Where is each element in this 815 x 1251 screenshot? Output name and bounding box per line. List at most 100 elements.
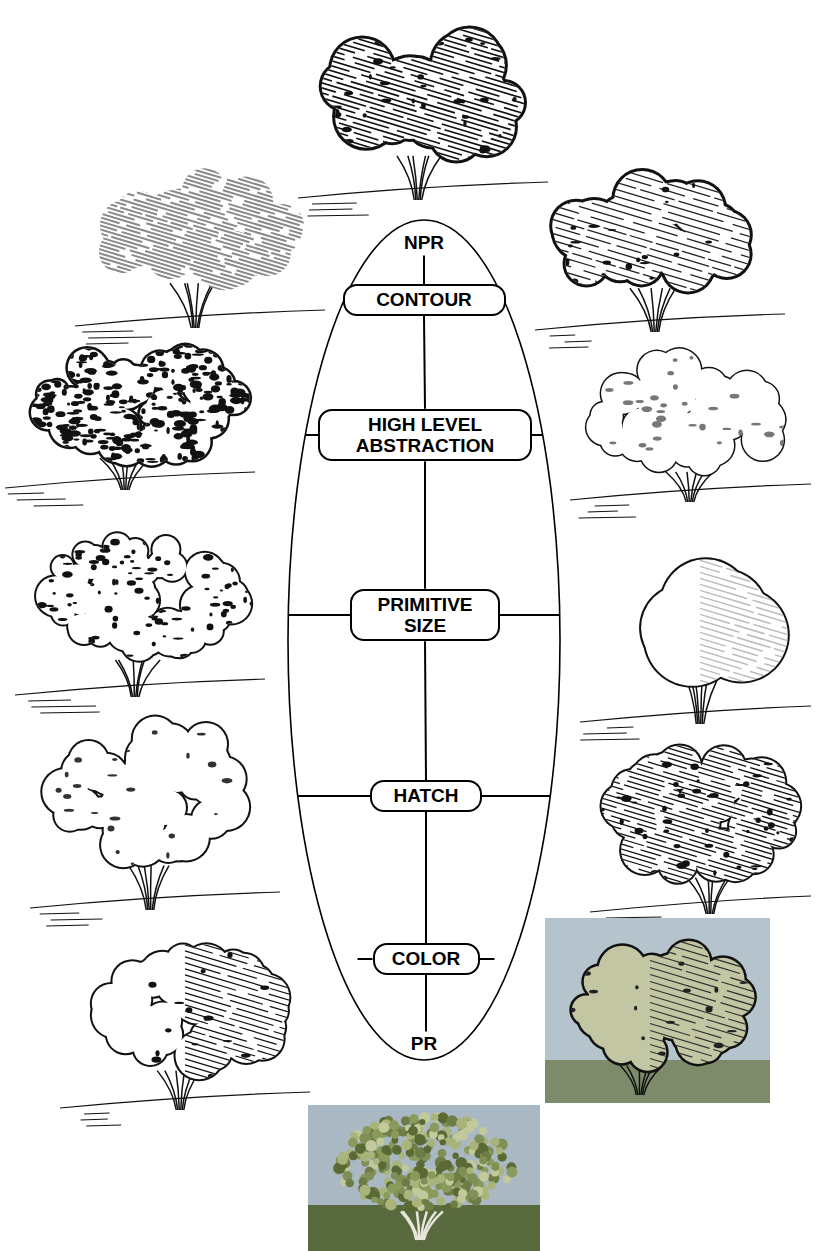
foliage-mark bbox=[234, 353, 242, 360]
hatch-stroke bbox=[70, 116, 322, 192]
hatch-stroke bbox=[70, 252, 322, 328]
foliage-mark bbox=[178, 463, 186, 469]
foliage-mark bbox=[183, 336, 191, 342]
foliage-mark bbox=[182, 396, 187, 404]
foliage-mark bbox=[64, 809, 74, 812]
foliage-mark bbox=[87, 404, 91, 407]
hatch-stroke bbox=[295, 105, 552, 182]
foliage-mark bbox=[190, 460, 196, 463]
foliage-mark bbox=[69, 426, 77, 431]
foliage-mark bbox=[210, 603, 220, 607]
hatch-stroke bbox=[585, 843, 815, 913]
foliage-mark bbox=[226, 383, 232, 386]
foliage-mark bbox=[26, 350, 36, 356]
foliage-mark bbox=[237, 462, 248, 469]
foliage-mark bbox=[26, 654, 30, 657]
foliage-mark bbox=[188, 378, 194, 382]
foliage-mark bbox=[775, 889, 778, 895]
foliage-mark bbox=[55, 364, 67, 369]
foliage-mark bbox=[154, 429, 158, 431]
foliage-mark bbox=[192, 388, 195, 393]
hatch-stroke bbox=[700, 674, 812, 708]
foliage-mark bbox=[88, 368, 96, 374]
foliage-mark bbox=[253, 646, 260, 652]
foliage-mark bbox=[571, 278, 579, 284]
hatch-stroke bbox=[525, 183, 778, 259]
foliage-mark bbox=[168, 346, 179, 351]
foliage-mark bbox=[231, 380, 238, 383]
foliage-mark bbox=[766, 463, 771, 466]
foliage-mark bbox=[601, 273, 606, 275]
foliage-mark bbox=[238, 414, 242, 418]
foliage-mark bbox=[239, 373, 252, 378]
foliage-mark bbox=[167, 574, 173, 576]
foliage-mark bbox=[569, 181, 579, 186]
foliage-mark bbox=[236, 451, 248, 456]
tree-trunk bbox=[176, 1071, 179, 1110]
canopy-outline bbox=[585, 347, 787, 477]
foliage-mark bbox=[128, 338, 132, 346]
hatch-stroke bbox=[70, 212, 322, 288]
foliage-mark bbox=[219, 398, 226, 406]
hatch-stroke bbox=[585, 733, 815, 803]
foliage-mark bbox=[61, 435, 73, 442]
hatch-stroke bbox=[585, 693, 815, 763]
foliage-mark bbox=[80, 434, 92, 437]
foliage-mark bbox=[111, 452, 115, 459]
hatch-stroke bbox=[295, 0, 552, 32]
ground-line bbox=[550, 335, 576, 336]
foliage-mark bbox=[83, 397, 91, 401]
foliage-mark bbox=[620, 819, 624, 825]
foliage-mark bbox=[755, 475, 761, 477]
hatch-stroke bbox=[525, 246, 778, 322]
foliage-mark bbox=[535, 241, 539, 244]
tree-trunk bbox=[199, 283, 215, 328]
hatch-stroke bbox=[525, 232, 778, 308]
foliage-mark bbox=[690, 764, 698, 770]
hatch-stroke bbox=[295, 75, 552, 152]
foliage-mark bbox=[177, 863, 181, 870]
foliage-mark bbox=[29, 394, 40, 398]
hatch-stroke bbox=[295, 100, 552, 177]
foliage-mark bbox=[723, 852, 729, 858]
foliage-mark bbox=[624, 168, 631, 173]
foliage-mark bbox=[131, 400, 140, 403]
foliage-mark bbox=[705, 240, 712, 243]
hatch-stroke bbox=[70, 216, 322, 292]
foliage-mark bbox=[204, 588, 209, 590]
foliage-mark bbox=[588, 480, 597, 482]
foliage-mark bbox=[751, 865, 762, 867]
foliage-mark bbox=[94, 417, 102, 421]
ground-line bbox=[40, 712, 99, 713]
foliage-mark bbox=[133, 631, 140, 636]
foliage-mark bbox=[642, 884, 651, 889]
foliage-mark bbox=[252, 627, 262, 632]
foliage-mark bbox=[636, 400, 644, 403]
foliage-mark bbox=[71, 417, 83, 421]
foliage-mark bbox=[62, 571, 73, 578]
foliage-mark bbox=[43, 408, 49, 415]
hatch-stroke bbox=[525, 260, 778, 336]
foliage-mark bbox=[131, 667, 136, 670]
foliage-mark bbox=[251, 385, 256, 389]
foliage-mark bbox=[161, 610, 166, 612]
foliage-mark bbox=[238, 540, 246, 545]
foliage-mark bbox=[537, 187, 546, 192]
foliage-mark bbox=[153, 421, 162, 428]
tree-trunk bbox=[676, 472, 688, 502]
hatch-stroke bbox=[70, 128, 322, 204]
foliage-mark bbox=[220, 427, 230, 432]
hatch-stroke bbox=[295, 5, 552, 82]
foliage-mark bbox=[173, 637, 184, 639]
foliage-mark bbox=[45, 656, 55, 659]
hatch-stroke bbox=[295, 35, 552, 112]
foliage-mark bbox=[626, 263, 632, 270]
canopy-shading bbox=[588, 347, 793, 488]
foliage-mark bbox=[63, 424, 70, 427]
foliage-mark bbox=[202, 344, 210, 349]
foliage-mark bbox=[56, 788, 62, 793]
foliage-mark bbox=[519, 76, 527, 79]
foliage-mark bbox=[696, 779, 699, 782]
foliage-mark bbox=[207, 339, 213, 341]
foliage-mark bbox=[568, 244, 573, 247]
